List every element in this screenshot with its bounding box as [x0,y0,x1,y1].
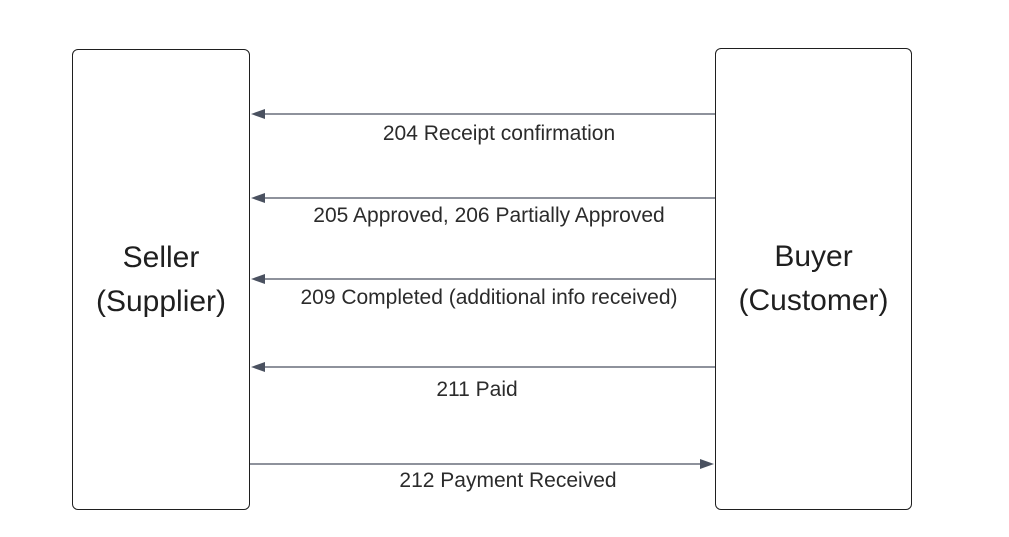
arrowhead-left-icon [251,274,265,284]
buyer-name: Buyer [774,240,853,273]
arrowhead-left-icon [251,109,265,119]
buyer-role: (Customer) [738,284,889,317]
seller-lifeline-box: Seller (Supplier) [72,49,250,510]
seller-role: (Supplier) [95,284,227,318]
message-label-211: 211 Paid [436,378,518,401]
message-label-205-206: 205 Approved, 206 Partially Approved [313,204,665,227]
arrowhead-left-icon [251,362,265,372]
message-label-209: 209 Completed (additional info received) [300,286,678,309]
message-label-212: 212 Payment Received [399,469,617,492]
arrowhead-left-icon [251,193,265,203]
message-label-204: 204 Receipt confirmation [382,122,616,145]
seller-name: Seller [122,240,200,274]
buyer-lifeline-box: Buyer (Customer) [715,48,912,510]
arrowhead-right-icon [700,459,714,469]
